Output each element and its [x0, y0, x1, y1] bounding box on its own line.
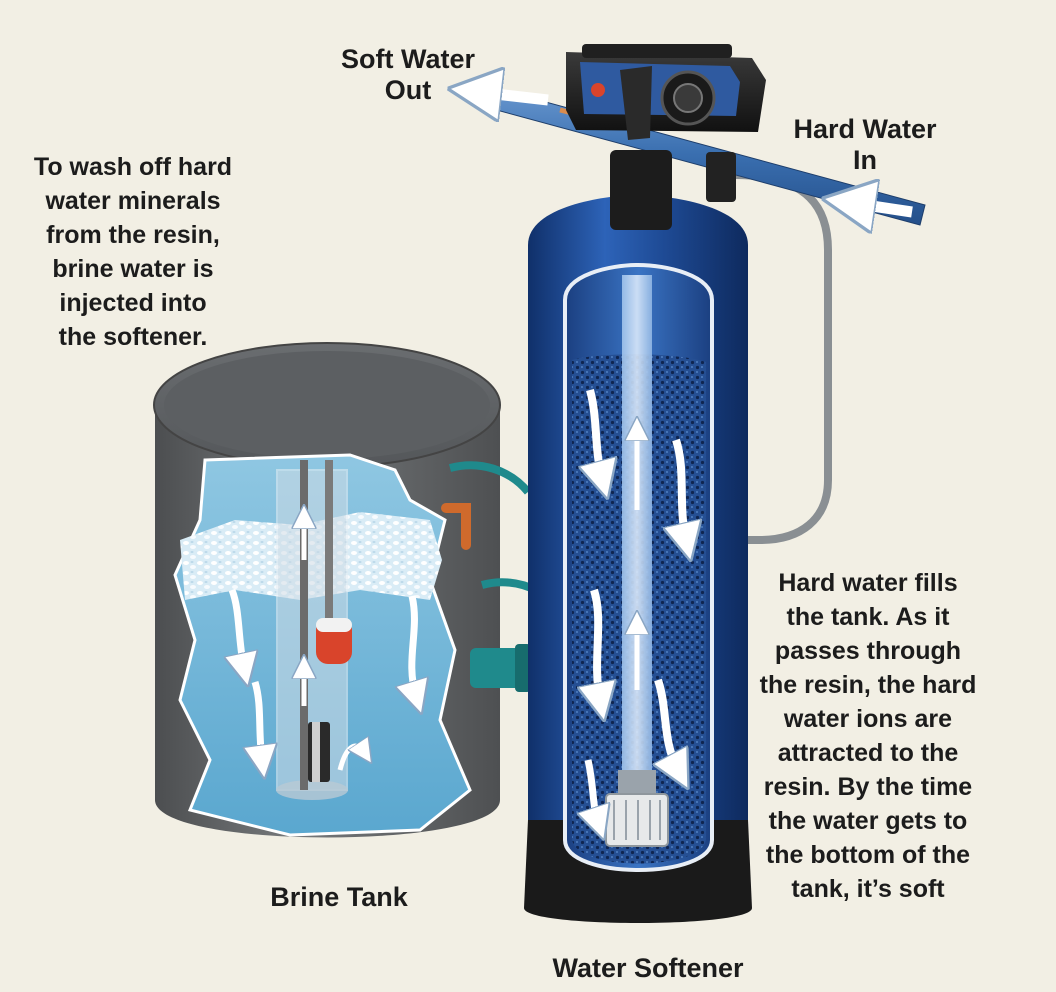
description-line: water minerals — [45, 187, 221, 215]
distributor-tube — [622, 275, 652, 795]
description-line: from the resin, — [46, 221, 220, 249]
softener-flow-arrow — [658, 678, 678, 770]
control-knob — [620, 66, 652, 140]
description-line: the softener. — [58, 323, 208, 351]
water-softener — [524, 195, 752, 923]
softener-description: Hard water fills the tank. As it passes … — [730, 566, 1006, 906]
softener-flow-arrow — [676, 438, 686, 540]
description-line: brine water is — [52, 255, 214, 283]
description-line: Hard water fills — [778, 569, 958, 597]
teal-connector — [448, 461, 532, 495]
brine-flow-arrow — [255, 680, 262, 760]
hard-water-in-arrow — [852, 203, 913, 212]
softener-flow-arrow — [588, 759, 598, 822]
control-dial — [673, 83, 703, 113]
description-line: To wash off hard — [33, 153, 233, 181]
brine-flow-arrow — [232, 588, 244, 668]
description-line: the tank. As it — [786, 603, 950, 631]
hard-water-in-label: Hard Water In — [770, 114, 960, 176]
brine-tank-label: Brine Tank — [270, 882, 408, 912]
brine-description: To wash off hard water minerals from the… — [10, 150, 256, 354]
soft-water-out-label: Soft Water Out — [318, 44, 498, 106]
brine-flow-arrow — [337, 746, 364, 771]
description-line: injected into — [59, 289, 207, 317]
brine-flow-arrow — [412, 595, 416, 696]
description-line: passes through — [774, 637, 962, 665]
label-line: In — [853, 145, 877, 176]
description-line: the bottom of the — [765, 841, 971, 869]
label-line: Soft Water — [341, 44, 475, 74]
description-line: tank, it’s soft — [791, 875, 945, 903]
description-line: the water gets to — [768, 807, 968, 835]
softener-flow-arrow — [590, 388, 602, 478]
control-valve-head — [566, 44, 766, 230]
description-line: water ions are — [783, 705, 953, 733]
copper-fitting — [441, 503, 471, 550]
water-softener-label: Water Softener — [552, 953, 744, 983]
description-line: the resin, the hard — [759, 671, 977, 699]
soft-water-out-arrow — [478, 92, 549, 100]
description-line: attracted to the — [777, 739, 959, 767]
status-light — [591, 83, 605, 97]
softener-flow-arrow — [594, 588, 600, 700]
brine-tank — [153, 342, 537, 838]
description-line: resin. By the time — [763, 773, 973, 801]
label-line: Out — [384, 75, 432, 106]
inlet-hose — [734, 171, 832, 544]
label-line: Hard Water — [793, 114, 937, 144]
